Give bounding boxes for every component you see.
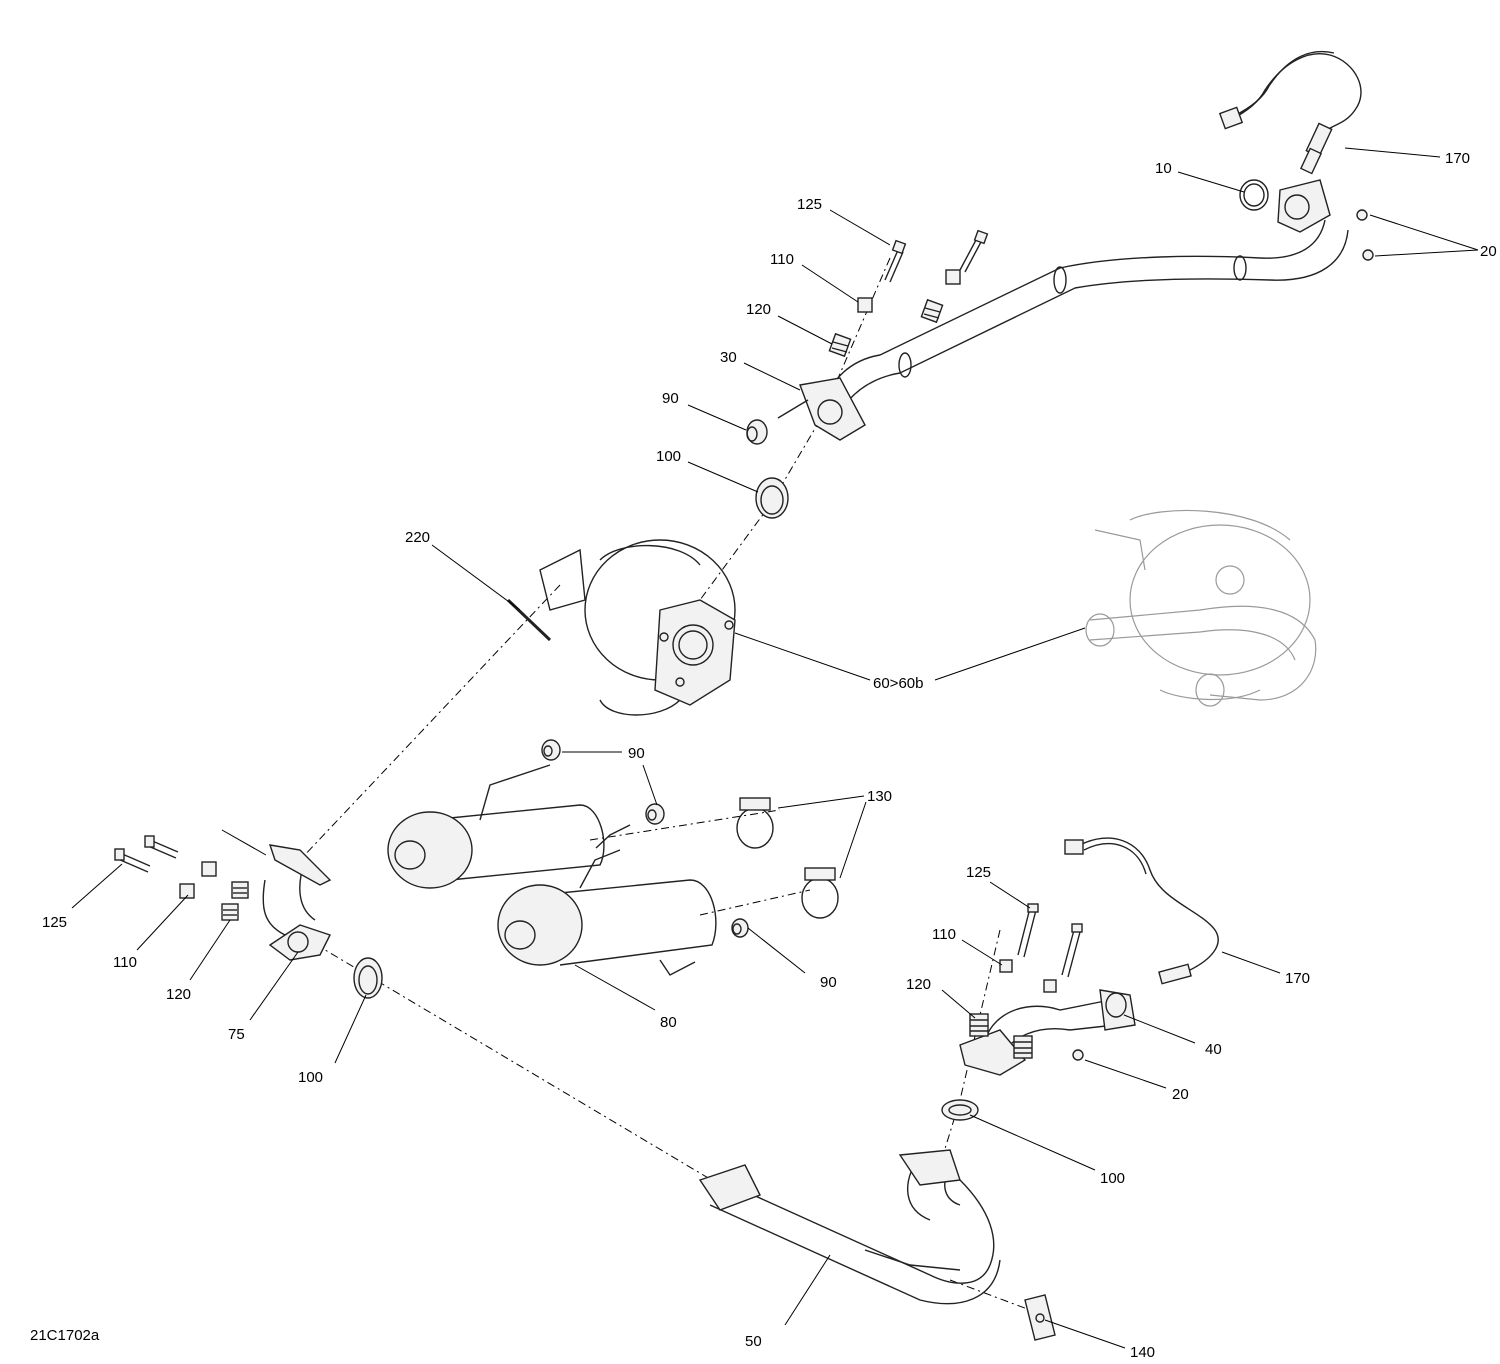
callout-labels: 170 10 20 125 110 120 30 90 100 220 60>6… (30, 150, 1497, 1361)
leader-lines (71, 147, 1479, 1349)
nut-110-top-b (945, 269, 961, 285)
exhaust-pipe-30 (777, 179, 1349, 441)
spring-120-right-a (969, 1013, 989, 1037)
clamp-130-lower (801, 867, 839, 919)
nut-110-right-b (1043, 979, 1057, 993)
callout-220: 220 (405, 529, 430, 546)
muffler-80-upper (387, 764, 631, 889)
oxygen-sensor-top (1218, 50, 1362, 175)
callout-110-left: 110 (113, 954, 137, 971)
grommet-90-mid-a (541, 739, 561, 761)
nut-20-top-a (1356, 209, 1368, 221)
spring-120-right-b (1013, 1035, 1033, 1059)
bolt-125-top-a (884, 239, 907, 283)
assembled-view-ghost (1085, 509, 1317, 707)
nut-20-top-b (1362, 249, 1374, 261)
callout-110-right: 110 (932, 926, 956, 943)
callout-30: 30 (720, 349, 737, 366)
callout-40: 40 (1205, 1041, 1222, 1058)
callout-140: 140 (1130, 1344, 1155, 1361)
callout-75: 75 (228, 1026, 245, 1043)
callout-125-top: 125 (797, 196, 822, 213)
rear-pipe-75 (262, 844, 332, 961)
gasket-ring-10-inner (1243, 183, 1265, 207)
callout-90-lower: 90 (820, 974, 837, 991)
callout-20-lower: 20 (1172, 1086, 1189, 1103)
spring-120-top-a (828, 332, 852, 358)
callout-100-left: 100 (298, 1069, 323, 1086)
nut-110-left-b (179, 883, 195, 899)
header-pipe-40 (959, 989, 1136, 1076)
ring-100-left (353, 957, 383, 999)
rubber-hanger-140 (1024, 1294, 1056, 1341)
callout-50: 50 (745, 1333, 762, 1350)
bolt-125-right-b (1061, 923, 1083, 978)
callout-120-left: 120 (166, 986, 191, 1003)
clamp-130-upper (736, 797, 774, 849)
ring-100-right (941, 1099, 979, 1121)
callout-130: 130 (867, 788, 892, 805)
assembly-axis-lines (299, 257, 1031, 1311)
callout-60-60b: 60>60b (873, 675, 923, 692)
bolt-125-left-b (114, 848, 151, 873)
muffler-80-lower (497, 849, 717, 976)
callout-100-right: 100 (1100, 1170, 1125, 1187)
callout-90-mid: 90 (628, 745, 645, 762)
spring-120-left-a (231, 881, 249, 899)
nut-110-left-a (201, 861, 217, 877)
grommet-90-mid-b (645, 803, 665, 825)
exhaust-pipe-50 (698, 1149, 1001, 1305)
gasket-ring-10 (1239, 179, 1269, 211)
grommet-90-lower (731, 918, 749, 938)
callout-100-top: 100 (656, 448, 681, 465)
callout-110-top: 110 (770, 251, 794, 268)
oxygen-sensor-lower (1064, 837, 1219, 985)
ring-100-top (755, 477, 789, 519)
catalytic-converter-60 (539, 539, 736, 716)
spring-120-left-b (221, 903, 239, 921)
callout-170-top: 170 (1445, 150, 1470, 167)
callout-125-right: 125 (966, 864, 991, 881)
callout-125-left: 125 (42, 914, 67, 931)
callout-20-top: 20 (1480, 243, 1497, 260)
spring-120-top-b (920, 298, 944, 324)
bolt-125-right-a (1017, 903, 1039, 958)
bolt-125-top-b (959, 229, 989, 273)
grommet-90-top (746, 419, 768, 445)
bolt-125-left-a (144, 835, 179, 859)
callout-170-lower: 170 (1285, 970, 1310, 987)
drawing-code: 21C1702a (30, 1327, 100, 1344)
callout-90-top: 90 (662, 390, 679, 407)
callout-120-right: 120 (906, 976, 931, 993)
callout-10: 10 (1155, 160, 1172, 177)
callout-120-top: 120 (746, 301, 771, 318)
nut-110-top-a (857, 297, 873, 313)
nut-110-right-a (999, 959, 1013, 973)
callout-80: 80 (660, 1014, 677, 1031)
